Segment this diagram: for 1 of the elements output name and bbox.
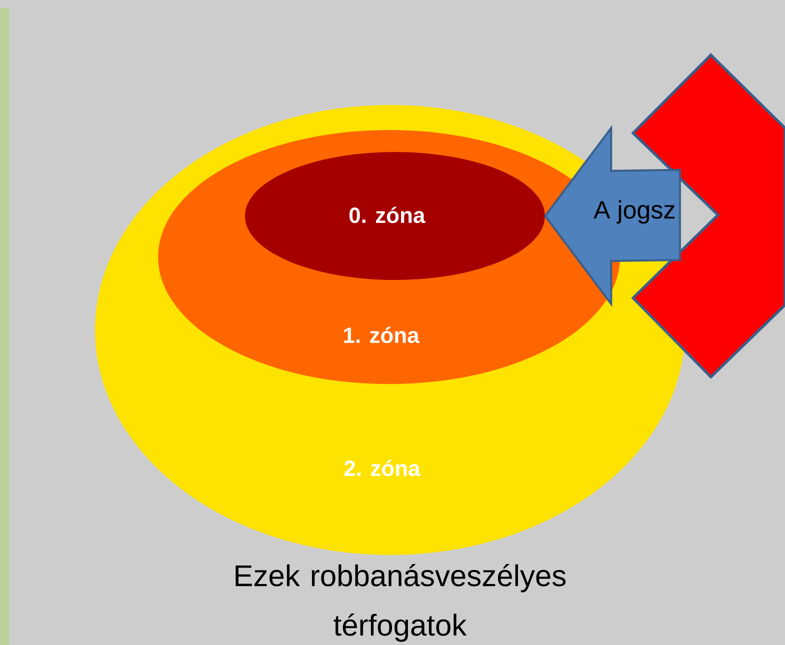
caption: Ezek robbanásveszélyes térfogatok — [236, 564, 566, 642]
